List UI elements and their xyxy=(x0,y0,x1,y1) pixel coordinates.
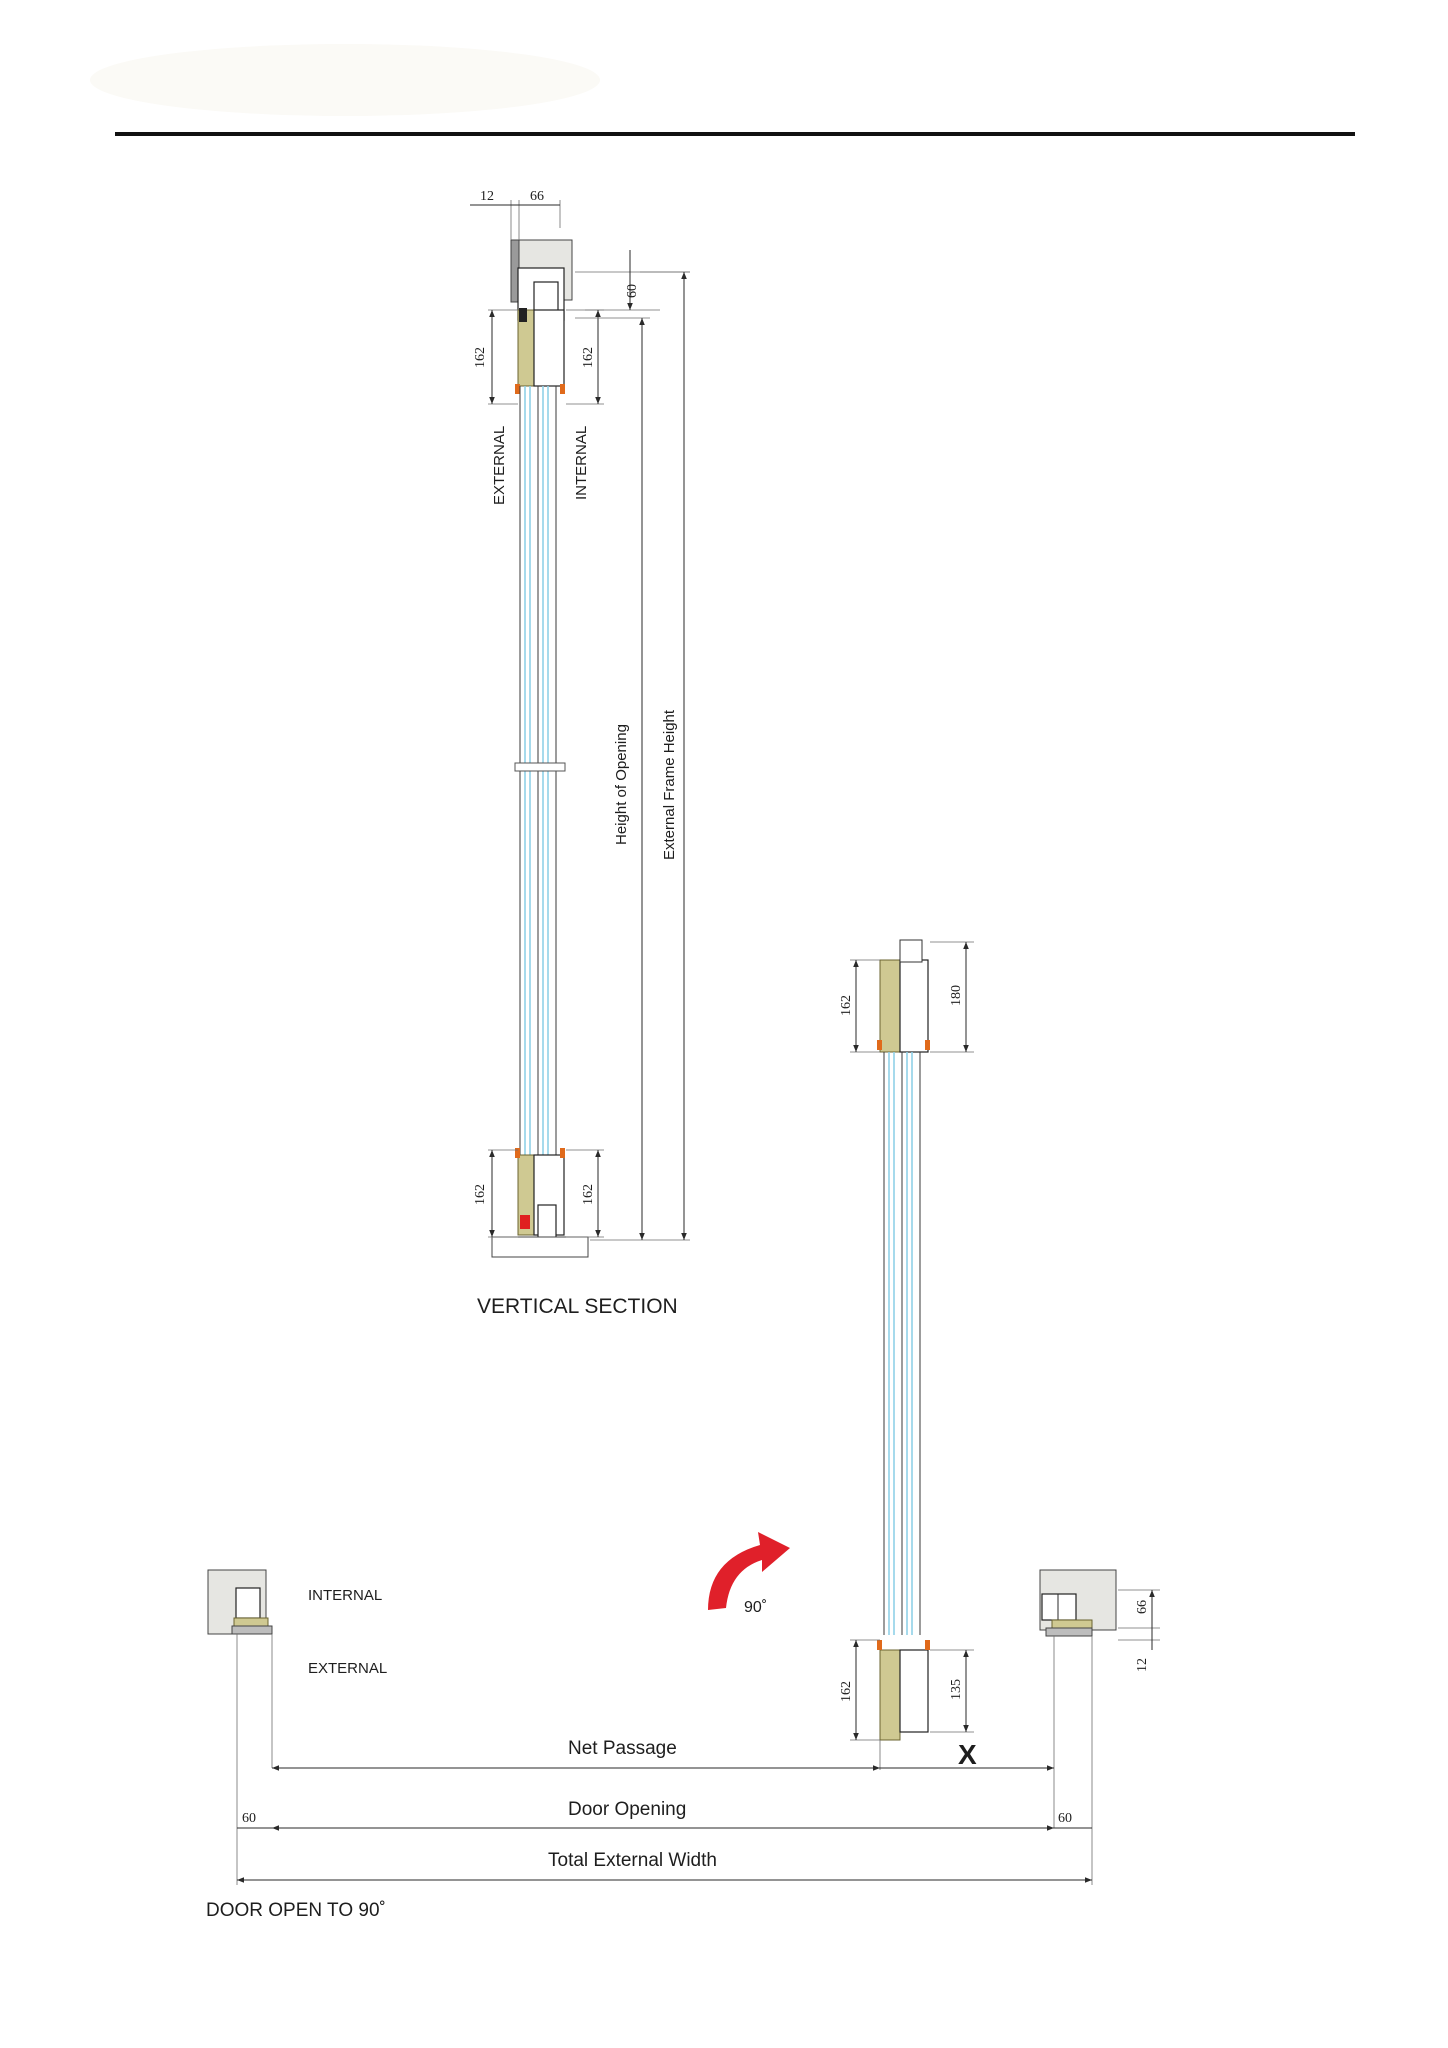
vs-label-external: EXTERNAL xyxy=(491,426,508,505)
dim-top-12: 12 xyxy=(480,189,494,204)
plan-label-internal: INTERNAL xyxy=(308,1587,382,1604)
label-total-external-width: Total External Width xyxy=(548,1850,717,1871)
dim-leaf-top-right: 180 xyxy=(949,985,964,1006)
dim-bottom-rail-left: 162 xyxy=(473,1184,488,1205)
threshold-sill xyxy=(491,1236,589,1258)
vertical-section-drawing: 12 66 60 162 162 162 162 EXTERNAL INTERN… xyxy=(470,189,690,1318)
glazing-unit xyxy=(514,386,566,1155)
seal-mark xyxy=(925,1040,930,1050)
seal-mark xyxy=(560,1148,565,1158)
plan-title: DOOR OPEN TO 90˚ xyxy=(206,1900,386,1921)
leaf-bottom-timber xyxy=(879,1649,901,1741)
plan-drawing: 66 12 162 180 xyxy=(206,939,1160,1921)
right-jamb-cladding xyxy=(1045,1627,1093,1637)
plan-label-external: EXTERNAL xyxy=(308,1660,387,1677)
seal-mark xyxy=(925,1640,930,1650)
marker-x: X xyxy=(958,1739,977,1770)
right-jamb-frame xyxy=(1041,1593,1077,1621)
dim-jamb-66: 66 xyxy=(1135,1600,1150,1614)
leaf-top-hardware xyxy=(899,939,923,963)
top-seal xyxy=(519,308,527,322)
left-jamb-frame xyxy=(235,1587,261,1619)
vs-label-internal: INTERNAL xyxy=(573,426,590,500)
dim-top-rail-left: 162 xyxy=(473,347,488,368)
left-jamb-cladding xyxy=(231,1625,273,1635)
seal-mark xyxy=(877,1040,882,1050)
dim-jamb-12: 12 xyxy=(1135,1658,1150,1672)
rotation-arrow-icon xyxy=(708,1532,790,1610)
vertical-section-title: VERTICAL SECTION xyxy=(477,1295,678,1318)
seal-mark xyxy=(515,384,520,394)
dim-leaf-bottom-left: 162 xyxy=(839,1681,854,1702)
label-height-of-opening: Height of Opening xyxy=(613,724,630,845)
dim-top-66: 66 xyxy=(530,189,544,204)
seal-mark xyxy=(877,1640,882,1650)
dim-side-right-60: 60 xyxy=(1058,1811,1072,1826)
dim-side-left-60: 60 xyxy=(242,1811,256,1826)
seal-mark xyxy=(515,1148,520,1158)
label-net-passage: Net Passage xyxy=(568,1738,677,1759)
label-angle: 90˚ xyxy=(744,1599,767,1616)
top-rail-frame xyxy=(533,309,565,387)
logo-placeholder xyxy=(90,44,600,116)
seal-mark xyxy=(560,384,565,394)
bottom-seal xyxy=(520,1215,530,1229)
label-door-opening: Door Opening xyxy=(568,1799,686,1820)
leaf-bottom-frame xyxy=(899,1649,929,1733)
dim-head-60: 60 xyxy=(625,284,640,298)
label-external-frame-height: External Frame Height xyxy=(661,709,678,860)
dim-bottom-rail-right: 162 xyxy=(581,1184,596,1205)
left-jamb-timber xyxy=(233,1617,269,1627)
dim-leaf-top-left: 162 xyxy=(839,995,854,1016)
dim-leaf-bottom-right: 135 xyxy=(949,1679,964,1700)
leaf-glazing xyxy=(883,1052,921,1635)
dim-top-rail-right: 162 xyxy=(581,347,596,368)
leaf-top-timber xyxy=(879,959,901,1053)
leaf-top-frame xyxy=(899,959,929,1053)
right-jamb-timber xyxy=(1051,1619,1093,1629)
